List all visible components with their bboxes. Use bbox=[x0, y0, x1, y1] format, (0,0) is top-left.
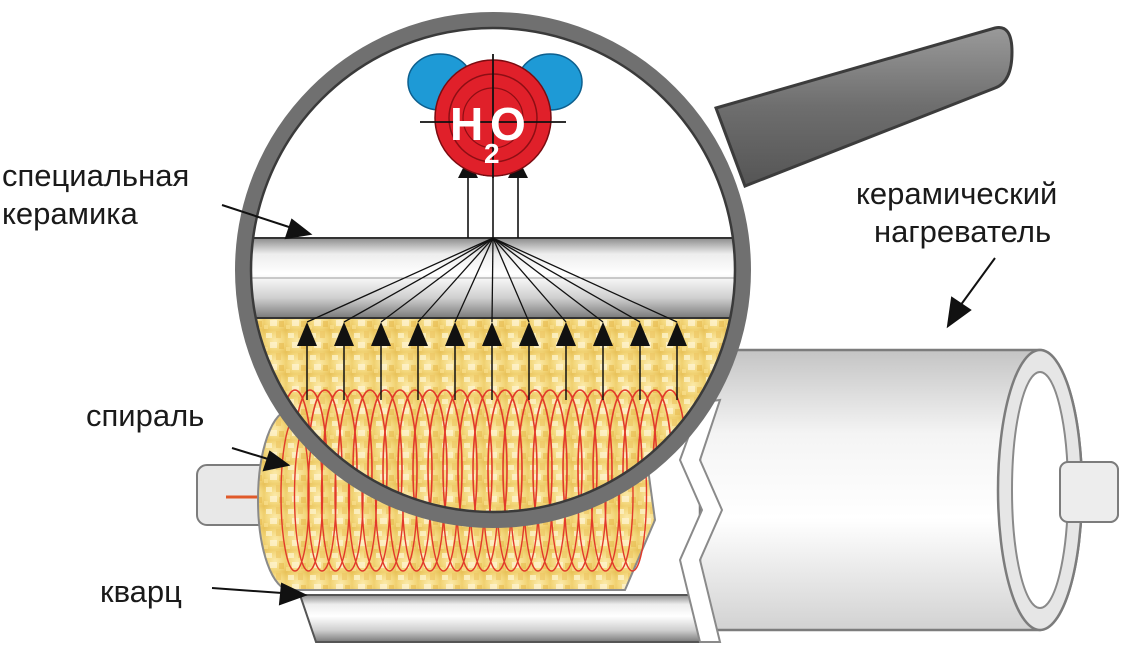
coil-loop bbox=[427, 389, 463, 513]
magnifier-handle bbox=[714, 26, 1014, 188]
molecule-h: H bbox=[450, 98, 483, 150]
ceramic-heater bbox=[698, 348, 1119, 632]
coil-loop bbox=[367, 389, 403, 513]
fan-line bbox=[492, 237, 678, 323]
pointer-quartz-head bbox=[278, 582, 308, 606]
label-special-ceramic-line2: керамика bbox=[2, 196, 138, 231]
pointer-ceramic-heater-head bbox=[946, 296, 972, 329]
heat-arrow-head bbox=[371, 322, 391, 346]
magnifier-ring bbox=[235, 12, 751, 528]
heat-arrow-head bbox=[519, 322, 539, 346]
coil-loop bbox=[517, 389, 553, 513]
coil-loop bbox=[412, 389, 448, 513]
coil-loop bbox=[457, 389, 493, 513]
fan-line bbox=[454, 237, 494, 323]
water-molecule: H 2 O bbox=[407, 53, 583, 178]
coil-loop bbox=[577, 389, 613, 513]
heat-arrow-head bbox=[630, 322, 650, 346]
quartz-outer-band bbox=[298, 594, 707, 643]
heat-arrow-head bbox=[556, 322, 576, 346]
fan-line bbox=[492, 237, 641, 323]
fan-line bbox=[417, 237, 494, 323]
heat-arrow-head bbox=[297, 322, 317, 346]
magnifier-lens-view: H 2 O bbox=[250, 27, 736, 513]
fan-line bbox=[492, 237, 567, 323]
fan-line bbox=[343, 237, 494, 323]
radiation-fan-lines bbox=[306, 237, 678, 323]
coil-loop bbox=[442, 389, 478, 513]
fan-line bbox=[306, 237, 494, 323]
pointer-spiral-head bbox=[262, 450, 291, 472]
fan-line bbox=[380, 237, 494, 323]
fan-line bbox=[491, 237, 494, 323]
coil-loop bbox=[502, 389, 538, 513]
coil-loop bbox=[547, 389, 583, 513]
label-ceramic-heater-line1: керамический bbox=[856, 176, 1058, 211]
coil-loop bbox=[592, 389, 628, 513]
fan-line bbox=[492, 237, 604, 323]
label-pointers bbox=[211, 204, 996, 606]
heat-arrow-head bbox=[593, 322, 613, 346]
coil-loop bbox=[487, 389, 523, 513]
label-quartz: кварц bbox=[100, 574, 182, 609]
coil-loop bbox=[382, 389, 418, 513]
pointer-special-ceramic bbox=[221, 204, 293, 229]
fan-line bbox=[492, 237, 530, 323]
coil-loop bbox=[472, 389, 508, 513]
magnifier-ring-inner-edge bbox=[249, 26, 737, 514]
molecule-o: O bbox=[490, 98, 526, 150]
heat-arrow-head bbox=[334, 322, 354, 346]
pointer-special-ceramic-head bbox=[284, 218, 313, 240]
heat-arrows bbox=[297, 322, 687, 400]
cutaway-break bbox=[639, 398, 724, 643]
heat-arrow-head bbox=[445, 322, 465, 346]
heat-arrow-head bbox=[667, 322, 687, 346]
coil-loop bbox=[532, 389, 568, 513]
molecule-subscript: 2 bbox=[484, 138, 500, 169]
pointer-ceramic-heater bbox=[959, 257, 996, 307]
coil-loop bbox=[562, 389, 598, 513]
heat-arrow-head bbox=[408, 322, 428, 346]
pointer-quartz bbox=[211, 587, 283, 594]
label-special-ceramic-line1: специальная bbox=[2, 158, 190, 193]
coil-loop bbox=[397, 389, 433, 513]
label-ceramic-heater-line2: нагреватель bbox=[874, 214, 1052, 249]
pointer-spiral bbox=[231, 447, 269, 460]
heat-arrow-head bbox=[482, 322, 502, 346]
label-spiral: спираль bbox=[86, 398, 205, 433]
